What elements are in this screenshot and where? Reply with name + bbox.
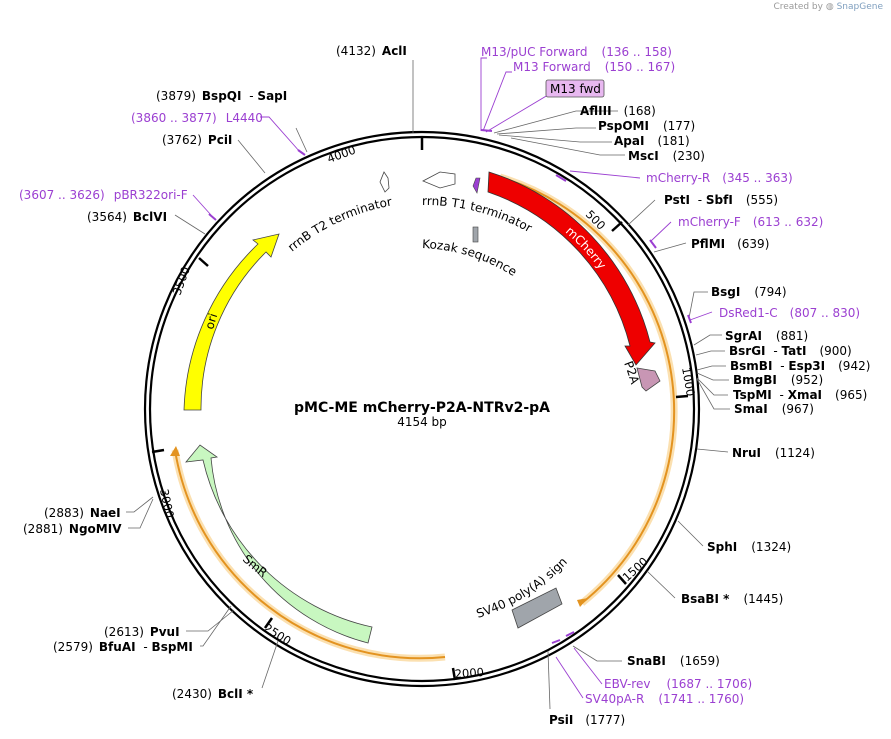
enzyme-ngomiv[interactable]: (2881)NgoMIV bbox=[23, 522, 122, 536]
enzyme-pflmi[interactable]: PflMI(639) bbox=[691, 237, 769, 251]
m13-fwd-primer-mark[interactable] bbox=[472, 177, 481, 194]
enzyme-bspqi-sapi[interactable]: (3879)BspQI - SapI bbox=[156, 89, 287, 103]
primer-l4440[interactable]: (3860 .. 3877)L4440 bbox=[131, 111, 263, 125]
snapgene-credit: Created by ◍ SnapGene bbox=[773, 2, 883, 12]
kozak-feature[interactable] bbox=[472, 226, 479, 243]
tick-3500: 3500 bbox=[170, 265, 193, 297]
enzyme-acli[interactable]: (4132)AclI bbox=[336, 44, 407, 58]
rrnb-t2-label: rrnB T2 terminator bbox=[285, 195, 393, 255]
enzyme-pspomi[interactable]: PspOMI(177) bbox=[598, 119, 695, 133]
orf-arrowhead-icon bbox=[577, 598, 588, 607]
p2a-feature[interactable] bbox=[636, 367, 661, 392]
plasmid-length: 4154 bp bbox=[397, 415, 447, 429]
enzyme-smai[interactable]: SmaI(967) bbox=[734, 402, 814, 416]
mcherry-feature[interactable] bbox=[487, 171, 656, 366]
enzyme-naei[interactable]: (2883)NaeI bbox=[44, 506, 121, 520]
enzyme-psti-sbfi[interactable]: PstI - SbfI(555) bbox=[664, 193, 778, 207]
enzyme-bsmbi-esp3i[interactable]: BsmBI - Esp3I(942) bbox=[730, 359, 870, 373]
enzyme-afliii[interactable]: AflIII(168) bbox=[580, 104, 656, 118]
enzyme-bclvi[interactable]: (3564)BclVI bbox=[87, 210, 167, 224]
orf-smr-halo bbox=[171, 449, 446, 662]
plasmid-name: pMC-ME mCherry-P2A-NTRv2-pA bbox=[294, 400, 550, 416]
primer-ticks bbox=[208, 129, 692, 644]
enzyme-bsabi[interactable]: BsaBI *(1445) bbox=[681, 592, 783, 606]
m13-fwd-box[interactable] bbox=[545, 79, 605, 98]
orf-smr-arrowhead-icon bbox=[170, 446, 180, 456]
credit-brand: SnapGene bbox=[836, 2, 883, 12]
primer-dsred1-c[interactable]: DsRed1-C(807 .. 830) bbox=[719, 306, 860, 320]
enzyme-pcii[interactable]: (3762)PciI bbox=[162, 133, 232, 147]
enzyme-apai[interactable]: ApaI(181) bbox=[614, 134, 690, 148]
enzyme-bcli[interactable]: (2430)BclI * bbox=[172, 687, 254, 701]
tick-4000: 4000 bbox=[325, 143, 357, 166]
rrnb-t2-feature[interactable] bbox=[379, 171, 390, 193]
credit-prefix: Created by bbox=[773, 2, 823, 12]
primer-mcherry-f[interactable]: mCherry-F(613 .. 632) bbox=[678, 215, 823, 229]
tick-3000: 3000 bbox=[157, 488, 177, 520]
primer-sv40pa-r[interactable]: SV40pA-R(1741 .. 1760) bbox=[585, 692, 744, 706]
sv40-polya-feature[interactable] bbox=[511, 587, 563, 629]
tick-1000: 1000 bbox=[679, 366, 698, 397]
primer-mcherry-r[interactable]: mCherry-R(345 .. 363) bbox=[646, 171, 793, 185]
enzyme-bsrgi-tati[interactable]: BsrGI - TatI(900) bbox=[729, 344, 852, 358]
enzyme-nrui[interactable]: NruI(1124) bbox=[732, 446, 815, 460]
primer-m13-fwd[interactable]: M13 Forward(150 .. 167) bbox=[513, 60, 675, 74]
orf-smr bbox=[174, 449, 446, 660]
enzyme-snabi[interactable]: SnaBI(1659) bbox=[627, 654, 720, 668]
smr-feature[interactable] bbox=[185, 444, 373, 644]
tick-2000: 2000 bbox=[454, 665, 484, 681]
enzyme-sgrai[interactable]: SgrAI(881) bbox=[725, 329, 808, 343]
p2a-label: P2A bbox=[621, 359, 642, 386]
enzyme-bmgbi[interactable]: BmgBI(952) bbox=[733, 373, 823, 387]
rrnb-t1-feature[interactable] bbox=[422, 171, 456, 189]
primer-m13puc-fwd[interactable]: M13/pUC Forward(136 .. 158) bbox=[481, 45, 672, 59]
enzyme-tspmi-xmai[interactable]: TspMI - XmaI(965) bbox=[733, 388, 867, 402]
enzyme-bsgi[interactable]: BsgI(794) bbox=[711, 285, 787, 299]
backbone-outer-strand bbox=[143, 130, 701, 688]
primer-ebv-rev[interactable]: EBV-rev(1687 .. 1706) bbox=[604, 677, 752, 691]
enzyme-sphi[interactable]: SphI(1324) bbox=[707, 540, 791, 554]
enzyme-leaders bbox=[126, 60, 730, 710]
ori-label: ori bbox=[202, 312, 220, 331]
enzyme-pvui[interactable]: (2613)PvuI bbox=[104, 625, 180, 639]
enzyme-psii[interactable]: PsiI(1777) bbox=[549, 713, 625, 727]
tick-500: 500 bbox=[583, 207, 608, 232]
kozak-label: Kozak sequence bbox=[422, 237, 520, 279]
m13-fwd-label: M13 fwd bbox=[550, 82, 601, 96]
snapgene-logo-icon: ◍ bbox=[825, 2, 834, 12]
backbone-ticks bbox=[151, 137, 689, 681]
primer-pbr322ori-f[interactable]: (3607 .. 3626)pBR322ori-F bbox=[19, 188, 188, 202]
orf-mcherry-p2a bbox=[499, 176, 676, 604]
enzyme-msci[interactable]: MscI(230) bbox=[628, 149, 705, 163]
ori-feature[interactable] bbox=[183, 233, 280, 411]
enzyme-bfuai-bspmi[interactable]: (2579)BfuAI - BspMI bbox=[53, 640, 193, 654]
